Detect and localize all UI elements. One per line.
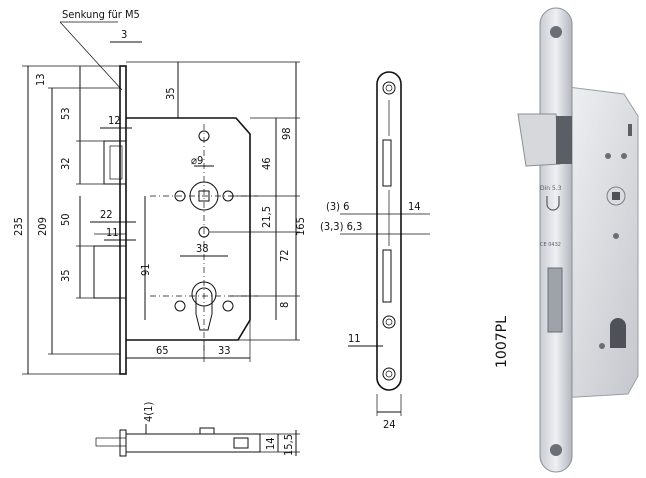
- dim-distance-33: 33: [218, 344, 231, 357]
- dim-latch-deadbolt: 50: [59, 213, 72, 226]
- dim-cylinder-offset: 8: [278, 302, 291, 308]
- cylinder-keyhole: [195, 287, 213, 331]
- dim-bottom-14: 14: [264, 437, 277, 450]
- dim-follower-diameter: ⌀9: [191, 154, 203, 167]
- dim-faceplate-length: 235: [12, 217, 25, 236]
- photo-ce-stamp: CE 0432: [540, 242, 561, 248]
- dim-bottom-155: 15,5: [282, 434, 295, 456]
- deadbolt: [93, 245, 127, 299]
- side-view: [340, 71, 430, 416]
- dim-deadbolt-height: 35: [59, 269, 72, 282]
- latch-opening: [382, 139, 392, 187]
- photo-deadbolt: [547, 267, 563, 333]
- dim-backset: 65: [156, 344, 169, 357]
- dim-follower-cylinder: 72: [278, 249, 291, 262]
- dim-deadbolt-offset: 11: [106, 226, 119, 239]
- product-photo: Din 5.3 CE 0432: [517, 7, 639, 473]
- dim-latch-from-top: 53: [59, 107, 72, 120]
- dim-latch-height: 32: [59, 157, 72, 170]
- photo-latch: [517, 113, 561, 167]
- dim-top-offset: 13: [34, 73, 47, 86]
- dim-hole-offset: 21,5: [260, 206, 273, 228]
- dim-case-top: 35: [164, 87, 177, 100]
- dim-hole-spacing: 38: [196, 242, 209, 255]
- model-number: 1007PL: [494, 316, 510, 368]
- bottom-view: [95, 424, 300, 457]
- dim-latch-projection: 12: [108, 114, 121, 127]
- dim-deadbolt-projection: 22: [100, 208, 113, 221]
- dim-side-11: 11: [348, 332, 361, 345]
- dim-side-14: 14: [408, 200, 421, 213]
- lock-body-bottom: [125, 433, 261, 453]
- lock-case-outline: [126, 117, 251, 341]
- dim-faceplate-width: 24: [383, 418, 396, 431]
- photo-cylinder: [610, 318, 626, 348]
- dim-follower-offset: 46: [260, 157, 273, 170]
- dim-bottom-41: 4(1): [142, 402, 155, 422]
- countersink-callout: Senkung für M5: [62, 8, 140, 21]
- dim-case-to-follower: 98: [280, 127, 293, 140]
- dim-faceplate-thickness: 3: [121, 28, 127, 41]
- faceplate-front: [119, 65, 127, 375]
- dim-distance-91: 91: [139, 263, 152, 276]
- photo-din-stamp: Din 5.3: [540, 185, 562, 192]
- faceplate-side: [376, 71, 402, 391]
- photo-faceplate: [539, 7, 573, 473]
- dim-latch-width: (3) 6: [326, 200, 349, 213]
- dim-case-height: 165: [294, 217, 307, 236]
- dim-deadbolt-width: (3,3) 6,3: [320, 220, 362, 233]
- front-view: [22, 21, 300, 375]
- latch-bolt: [103, 140, 127, 185]
- deadbolt-opening: [382, 249, 392, 303]
- dim-fixing-distance: 209: [36, 217, 49, 236]
